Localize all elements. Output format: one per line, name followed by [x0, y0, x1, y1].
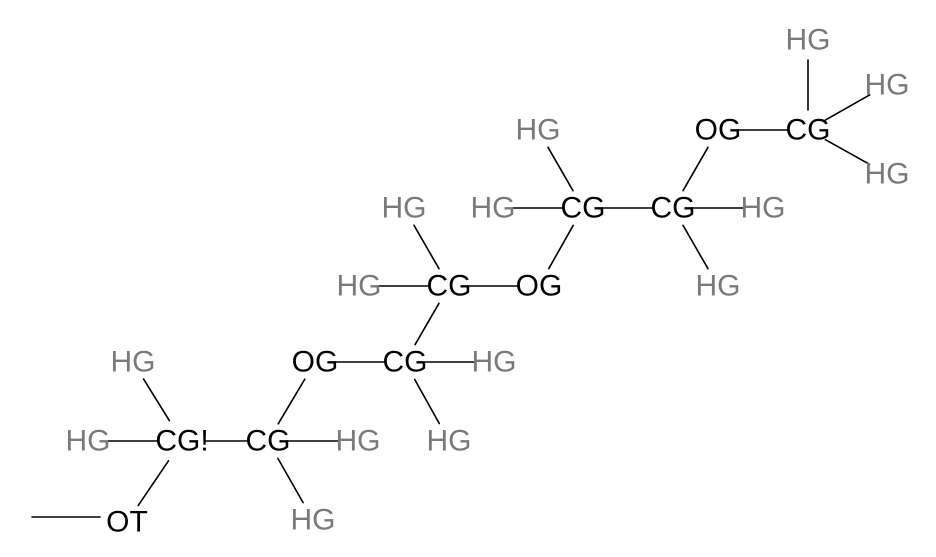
bonds-layer — [31, 59, 871, 518]
bond-C2-O1 — [277, 378, 306, 425]
atom-c4: CG — [427, 270, 472, 303]
bond-O2-C5 — [548, 224, 574, 270]
atom-h3a: HG — [472, 346, 517, 379]
atom-c1: CG! — [155, 425, 208, 458]
atom-h7a: HG — [786, 24, 831, 57]
bond-C6-O3 — [682, 146, 709, 192]
atom-h2a: HG — [336, 425, 381, 458]
atom-h1a: HG — [111, 346, 156, 379]
atom-h4a: HG — [382, 192, 427, 225]
bond-C2-H2b — [277, 457, 304, 504]
atom-h5b: HG — [471, 192, 516, 225]
atom-c6: CG — [651, 192, 696, 225]
bond-C7-H7c — [824, 138, 871, 166]
bond-C6-H6b — [682, 224, 709, 270]
bond-C3-C4 — [414, 302, 440, 346]
atom-o3: OG — [695, 114, 742, 147]
atom-h2b: HG — [291, 504, 336, 537]
atom-h1b: HG — [66, 425, 111, 458]
atom-c5: CG — [561, 192, 606, 225]
atom-ot: OT — [106, 506, 148, 539]
atom-c2: CG — [246, 425, 291, 458]
bond-C7-H7b — [824, 94, 871, 121]
atom-o1: OG — [292, 346, 339, 379]
bond-C4-H4a — [413, 224, 440, 270]
atom-h7b: HG — [865, 69, 910, 102]
atom-o2: OG — [516, 270, 563, 303]
atoms-layer: OT CG! HG HG CG HG HG OG CG HG HG CG HG HG OG CG HG HG CG H… — [66, 24, 910, 539]
atom-h7c: HG — [865, 158, 910, 191]
atom-h5a: HG — [516, 114, 561, 147]
bond-C5-H5a — [547, 146, 574, 192]
atom-h6a: HG — [741, 192, 786, 225]
atom-c7: CG — [786, 114, 831, 147]
atom-h6b: HG — [696, 270, 741, 303]
bond-C3-H3b — [413, 378, 441, 425]
atom-c3: CG — [383, 346, 428, 379]
atom-h3b: HG — [427, 425, 472, 458]
bond-C1-H1a — [142, 378, 171, 422]
atom-h4b: HG — [337, 270, 382, 303]
bond-OT-C1 — [137, 460, 170, 507]
